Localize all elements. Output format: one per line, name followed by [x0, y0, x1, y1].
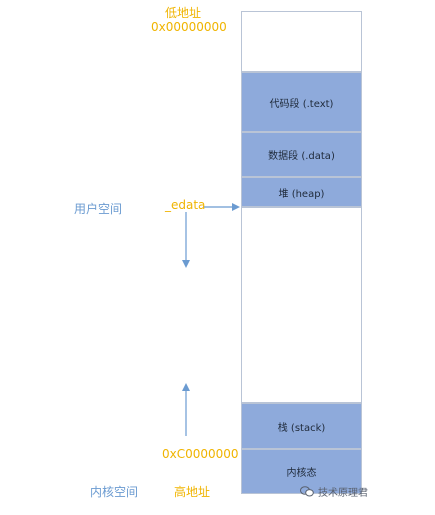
segment-free-space [241, 207, 362, 403]
segment-top-blank [241, 11, 362, 72]
segment-kernel: 内核态 [241, 449, 362, 494]
high-address-label: 高地址 [174, 485, 211, 499]
segment-heap: 堆 (heap) [241, 177, 362, 207]
watermark-text: 技术原理君 [318, 488, 368, 499]
wechat-icon [300, 486, 314, 497]
low-address-value: 0x00000000 [151, 20, 227, 34]
watermark: 技术原理君 [300, 484, 368, 499]
kernel-start-address-value: 0xC0000000 [162, 447, 239, 461]
edata-label: _edata [165, 198, 206, 212]
segment-code: 代码段 (.text) [241, 72, 362, 132]
segment-stack: 栈 (stack) [241, 403, 362, 449]
segment-data: 数据段 (.data) [241, 132, 362, 177]
user-space-label: 用户空间 [74, 202, 123, 216]
low-address-label: 低地址 [165, 6, 202, 20]
kernel-space-label: 内核空间 [90, 485, 139, 499]
